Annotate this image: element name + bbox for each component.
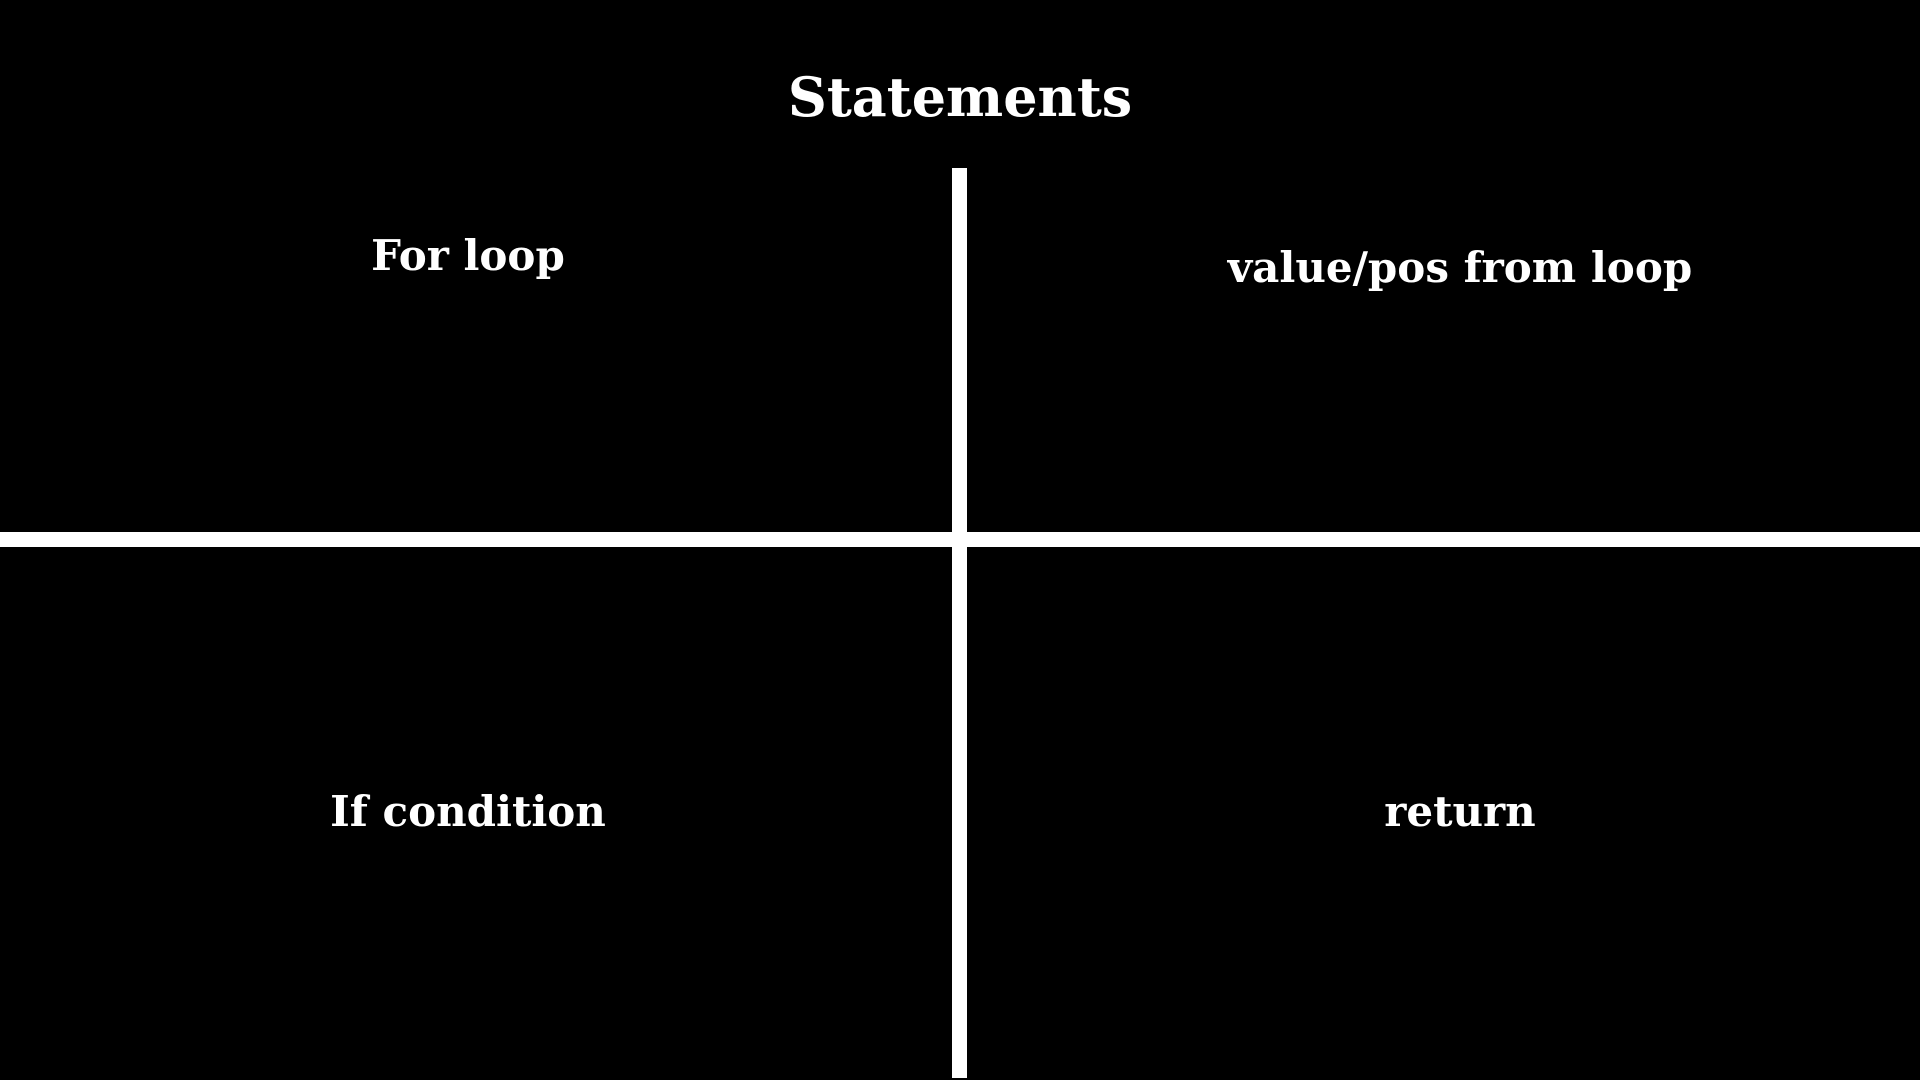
quadrant-top-left-label: For loop: [371, 231, 565, 280]
quadrant-bottom-right-label: return: [1384, 787, 1536, 836]
quadrant-top-right-label: value/pos from loop: [1227, 243, 1693, 292]
horizontal-divider: [0, 532, 1920, 547]
vertical-divider: [952, 168, 967, 1078]
quadrant-bottom-left-label: If condition: [330, 787, 606, 836]
slide-title: Statements: [787, 65, 1133, 129]
